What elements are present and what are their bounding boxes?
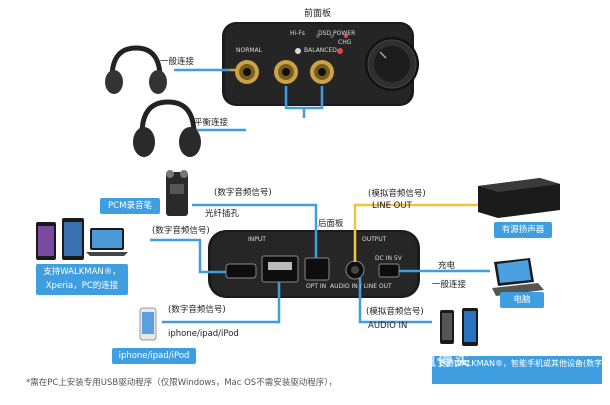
- rear-input-label: INPUT: [248, 236, 266, 243]
- box-computer: 电脑: [500, 292, 544, 308]
- smartphone-icon: [36, 222, 56, 260]
- front-panel-device: [222, 22, 419, 106]
- footnote: *需在PC上安装专用USB驱动程序（仅限Windows，Mac OS不需安装驱动…: [26, 378, 337, 388]
- label-balanced-connect: 平衡连接: [194, 118, 229, 128]
- label-digital-signal-1: (数字音频信号): [214, 188, 272, 198]
- rear-opt-in-label: OPT IN: [306, 283, 327, 290]
- label-audio-in: AUDIO IN: [368, 321, 408, 331]
- laptop-icon: [86, 228, 128, 256]
- label-digital-signal-2: (数字音频信号): [152, 226, 210, 236]
- label-analog-signal-2: (模拟音频信号): [366, 307, 424, 317]
- box-speaker: 有源扬声器: [494, 222, 552, 238]
- rear-output-label: OUTPUT: [362, 236, 387, 243]
- label-analog-signal-1: (模拟音频信号): [368, 189, 426, 199]
- front-dsd-label: DSD: [318, 30, 332, 37]
- jack-balanced-left: [274, 60, 298, 84]
- box-walkman-connect: 支持WALKMAN®，Xperia，PC的连接: [36, 264, 128, 295]
- label-iphone-text: iphone/ipad/iPod: [168, 329, 239, 339]
- headphone-normal-icon: [105, 45, 167, 94]
- label-line-out: LINE OUT: [372, 201, 412, 211]
- tablet-icon: [62, 218, 84, 260]
- connection-lines: [150, 68, 490, 324]
- speaker-icon: [478, 178, 560, 218]
- front-panel-title: 前面板: [304, 9, 332, 19]
- computer-laptop-icon: [492, 258, 544, 296]
- box-iphone: iphone/ipad/iPod: [112, 348, 196, 364]
- box-pcm-recorder: PCM录音笔: [100, 198, 160, 214]
- rear-audio-in-line-out-label: AUDIO IN / LINE OUT: [330, 283, 392, 290]
- front-hifs-label: Hi-Fs: [290, 30, 305, 37]
- front-balanced-label: BALANCED: [304, 47, 337, 54]
- jack-balanced-right: [310, 60, 334, 84]
- phones-bottom-icon: [440, 308, 478, 346]
- label-fiber-jack: 光纤插孔: [205, 209, 240, 219]
- pcm-recorder-icon: [166, 170, 188, 216]
- front-normal-label: NORMAL: [236, 47, 263, 54]
- watermark: 值得买: [420, 350, 472, 369]
- front-chg-label: CHG: [338, 39, 352, 46]
- front-power-label: POWER: [333, 30, 356, 37]
- rear-dc-in-label: DC IN 5V: [375, 255, 402, 262]
- box-bottom-walkman: 支持WALKMAN®，智能手机或其他设备(数字媒体播放器或智能手机): [432, 356, 602, 384]
- headphone-balanced-icon: [133, 99, 201, 157]
- label-general-connect-2: 一般连接: [432, 280, 467, 290]
- rear-panel-device: [208, 230, 420, 298]
- iphone-icon: [139, 307, 157, 341]
- label-charge: 充电: [438, 261, 456, 271]
- label-general-connect-1: 一般连接: [160, 57, 195, 67]
- jack-normal: [235, 60, 259, 84]
- label-digital-signal-3: (数字音频信号): [168, 305, 226, 315]
- rear-panel-title: 后面板: [318, 219, 344, 229]
